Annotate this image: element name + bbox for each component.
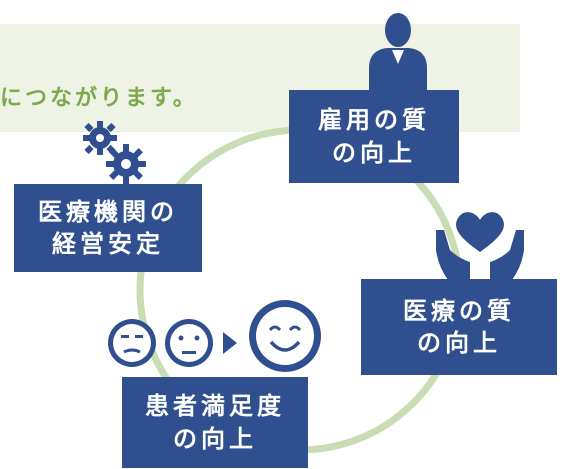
institution-stability-box: 医療機関の 経営安定	[14, 184, 202, 272]
medical-quality-line2: の向上	[417, 329, 501, 357]
institution-stability-line2: 経営安定	[52, 230, 164, 258]
patient-satisfaction-box: 患者満足度 の向上	[122, 377, 308, 468]
patient-satisfaction-line1: 患者満足度	[145, 392, 285, 421]
medical-quality-line1: 医療の質	[403, 296, 515, 325]
institution-stability-line1: 医療機関の	[38, 197, 178, 226]
patient-satisfaction-line2: の向上	[173, 424, 257, 453]
employment-quality-line1: 雇用の質	[318, 106, 430, 135]
doctor-icon	[369, 13, 427, 98]
employment-quality-line2: の向上	[332, 138, 416, 167]
employment-quality-box: 雇用の質 の向上	[289, 90, 459, 183]
medical-quality-box: 医療の質 の向上	[361, 279, 557, 375]
faces-icon	[108, 300, 321, 372]
gears-icon	[83, 121, 146, 184]
banner-text: につながります。	[0, 86, 198, 111]
heart-hands-icon	[436, 212, 524, 280]
